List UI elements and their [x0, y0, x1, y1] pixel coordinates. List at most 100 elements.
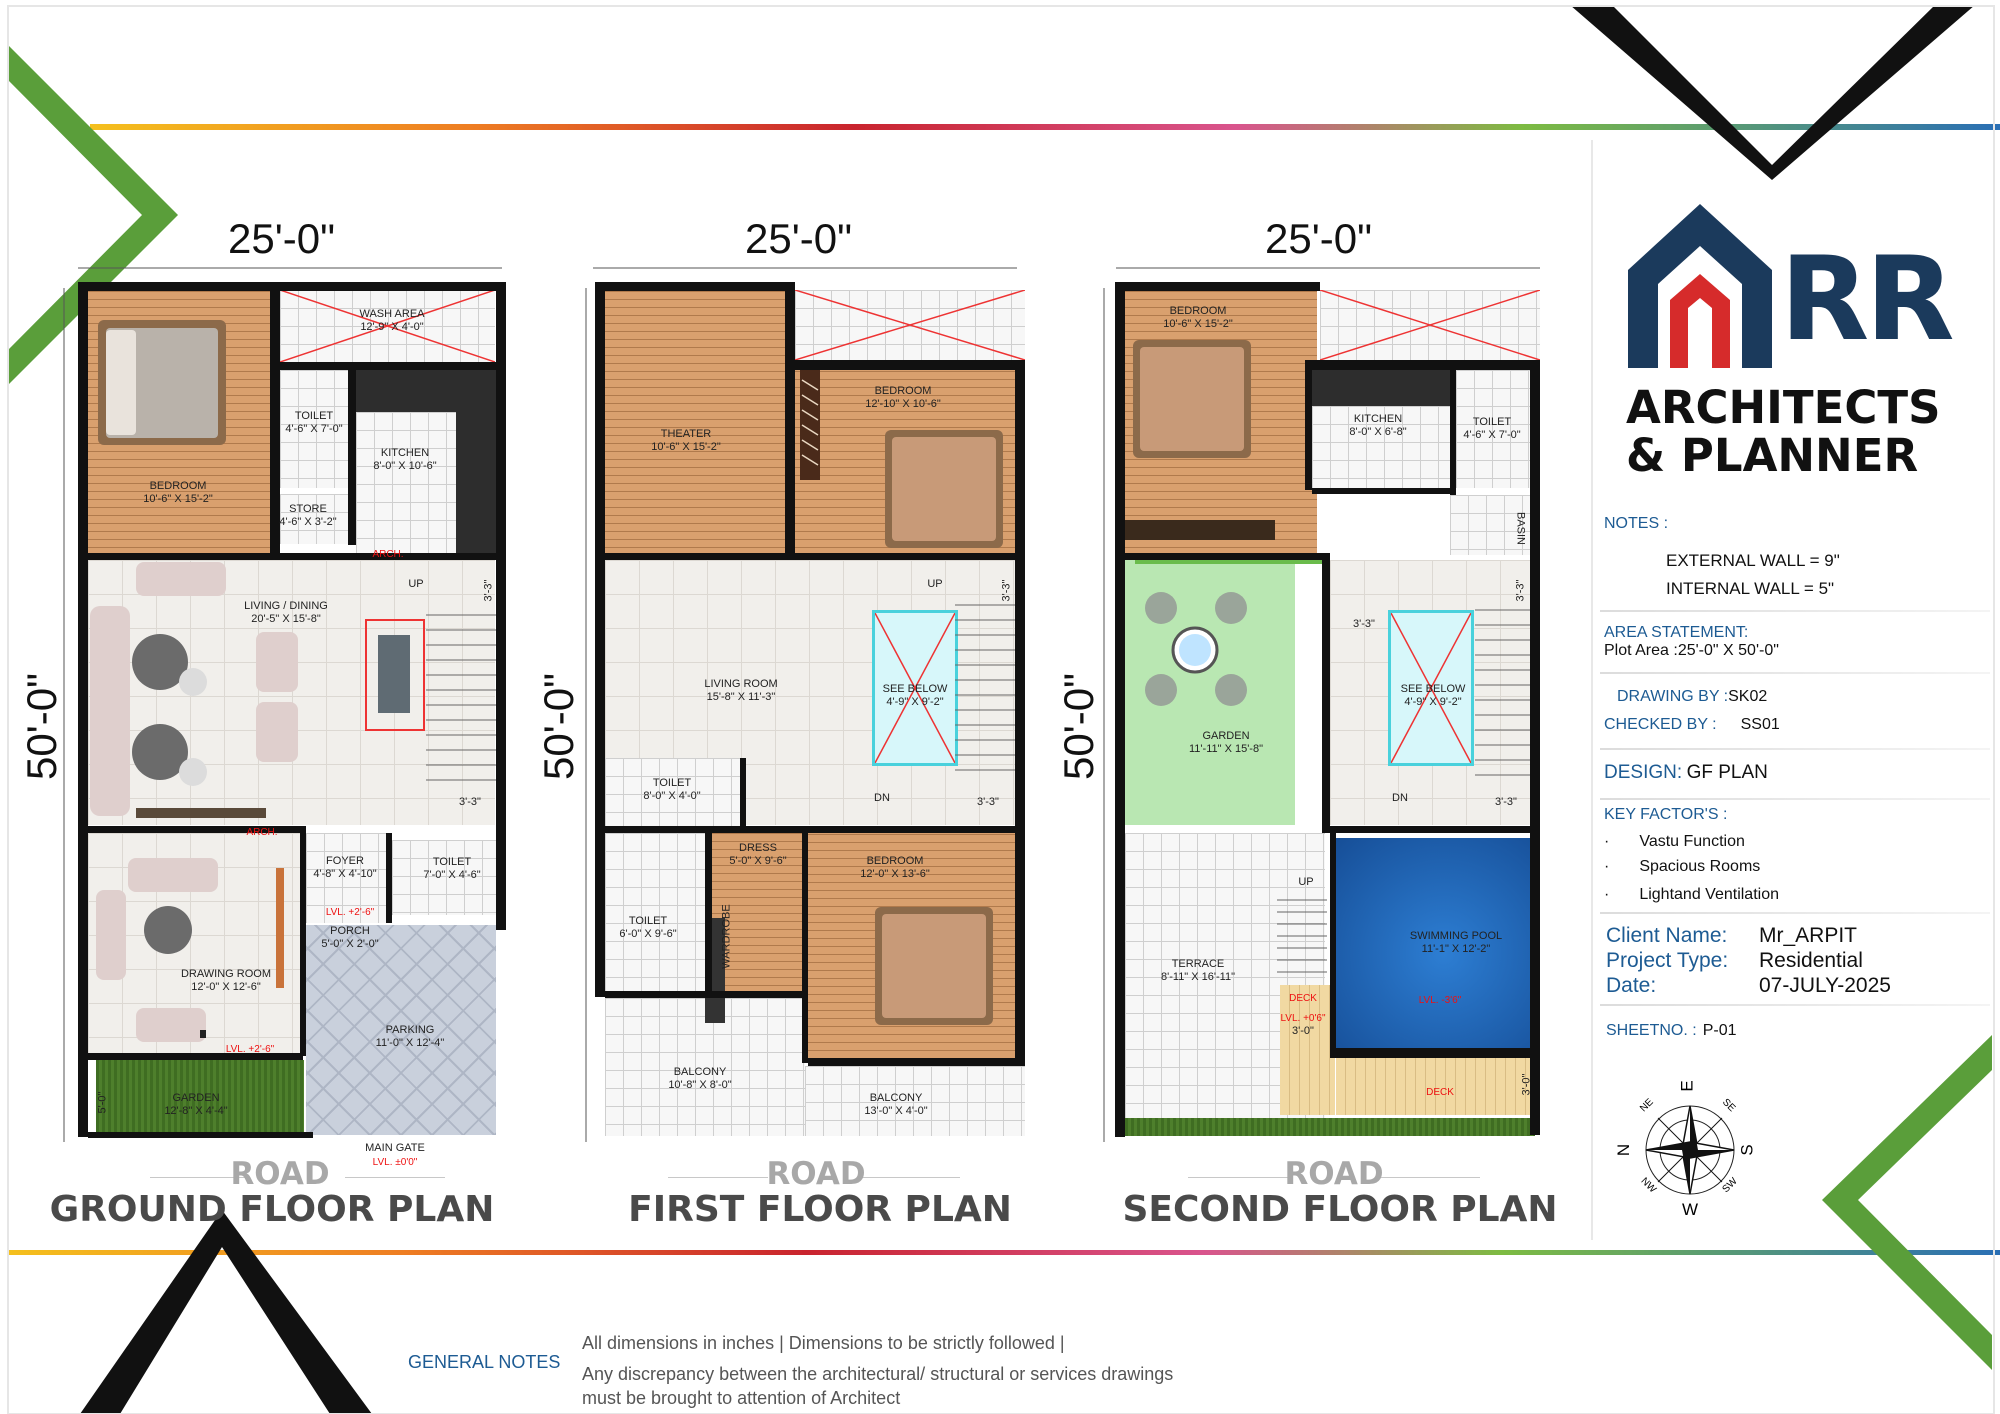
kitchen-floor: [1312, 406, 1450, 488]
kitchen-counter: [1312, 370, 1450, 406]
note-item: INTERNAL WALL = 5": [1666, 579, 1835, 598]
design-label: DESIGN:: [1604, 762, 1683, 783]
passage-floor: [1450, 495, 1540, 555]
note-item: EXTERNAL WALL = 9": [1666, 551, 1840, 570]
wall: [1312, 488, 1450, 494]
wall: [88, 1053, 303, 1060]
checked-by-row: CHECKED BY : SS01: [1604, 716, 1780, 734]
design-row: DESIGN: GF PLAN: [1604, 762, 1768, 784]
wall: [1530, 360, 1540, 1135]
wall: [1336, 1048, 1532, 1058]
staircase: [1475, 609, 1535, 776]
divider: [1600, 798, 1990, 800]
stair-width-label: 3'-3": [1353, 618, 1375, 630]
key-factor-item: ·Spacious Rooms: [1604, 858, 1761, 875]
wall: [88, 1132, 313, 1138]
main-gate-label: MAIN GATE: [365, 1142, 425, 1154]
date-value: 07-JULY-2025: [1759, 974, 1891, 997]
general-notes-line: All dimensions in inches | Dimensions to…: [582, 1333, 1065, 1353]
toilet-floor: [605, 758, 740, 826]
compass-w: W: [1682, 1200, 1699, 1219]
client-value: Mr_ARPIT: [1759, 924, 1858, 947]
stair-width-label: 3'-3": [977, 796, 999, 808]
key-factors-section: KEY FACTOR'S : ·Vastu Function ·Spacious…: [1604, 806, 1779, 903]
wall: [785, 282, 795, 557]
stair-up-label: UP: [1298, 876, 1314, 888]
drawn-by-value: SK02: [1728, 688, 1768, 705]
foyer-floor: [306, 833, 386, 923]
checked-by-value: SS01: [1740, 716, 1780, 733]
width-dimension: 25'-0": [228, 215, 335, 262]
general-notes-title: GENERAL NOTES: [408, 1352, 561, 1372]
checked-by-label: CHECKED BY :: [1604, 716, 1717, 733]
stair-width-label: 3'-3": [1514, 579, 1527, 602]
furniture-layer: [90, 320, 425, 1042]
arch-label: ARCH.: [246, 827, 278, 838]
living-floor: [88, 560, 495, 825]
divider: [1600, 912, 1990, 914]
dimension-line: [63, 288, 65, 1142]
toilet-floor: [605, 833, 705, 991]
dimension-line: [78, 267, 502, 269]
wall: [348, 370, 356, 545]
deck-width-label: 3'-0": [1520, 1073, 1533, 1096]
notes-section: NOTES : EXTERNAL WALL = 9" INTERNAL WALL…: [1604, 515, 1840, 598]
drawn-by-label: DRAWING BY :: [1617, 688, 1729, 705]
dimension-line: [585, 288, 587, 1142]
road-line: [668, 1177, 768, 1178]
wall: [1305, 360, 1312, 490]
void-cross: [1391, 613, 1471, 763]
design-value: GF PLAN: [1686, 762, 1768, 783]
depth-dimension: 50'-0": [1055, 673, 1102, 780]
dimension-line: [593, 267, 1017, 269]
compass-e: E: [1677, 1080, 1697, 1092]
store-floor: [280, 494, 348, 544]
date-label: Date:: [1606, 974, 1657, 997]
logo-house-icon: [1628, 204, 1772, 368]
wall: [386, 833, 392, 923]
garden-floor: [96, 1060, 304, 1132]
wall: [1125, 553, 1330, 560]
pool-level-label: LVL. -3'6": [1418, 995, 1462, 1006]
compass-s: S: [1737, 1144, 1757, 1156]
road-label: ROAD: [766, 1156, 866, 1192]
wall: [78, 282, 88, 1137]
staircase: [426, 614, 496, 781]
furniture-layer: [1125, 340, 1325, 706]
plan-title: SECOND FLOOR PLAN: [1122, 1189, 1558, 1230]
wall: [78, 282, 506, 291]
kitchen-floor: [356, 412, 456, 553]
wall: [795, 360, 1025, 370]
road-line: [1380, 1177, 1480, 1178]
wall: [605, 826, 1017, 833]
deck-label: DECK: [1289, 993, 1317, 1004]
open-to-sky-cross: [795, 290, 1025, 360]
sheet-value: P-01: [1702, 1022, 1737, 1039]
wall: [605, 991, 805, 998]
brand-logo: RR ARCHITECTS & PLANNER: [1620, 200, 1960, 480]
stair-up-label: UP: [927, 578, 943, 590]
divider: [1600, 672, 1990, 674]
general-notes-line: must be brought to attention of Architec…: [582, 1388, 901, 1408]
wall: [595, 282, 795, 291]
brand-line2: & PLANNER: [1626, 429, 1919, 482]
toilet-floor: [280, 370, 348, 488]
wall: [802, 833, 808, 1063]
area-value: Plot Area :25'-0" X 50'-0": [1604, 642, 1779, 659]
plan-title: FIRST FLOOR PLAN: [628, 1189, 1012, 1230]
swimming-pool: [1336, 838, 1532, 1048]
dimension-line: [1103, 288, 1105, 1142]
road-line: [1188, 1177, 1288, 1178]
